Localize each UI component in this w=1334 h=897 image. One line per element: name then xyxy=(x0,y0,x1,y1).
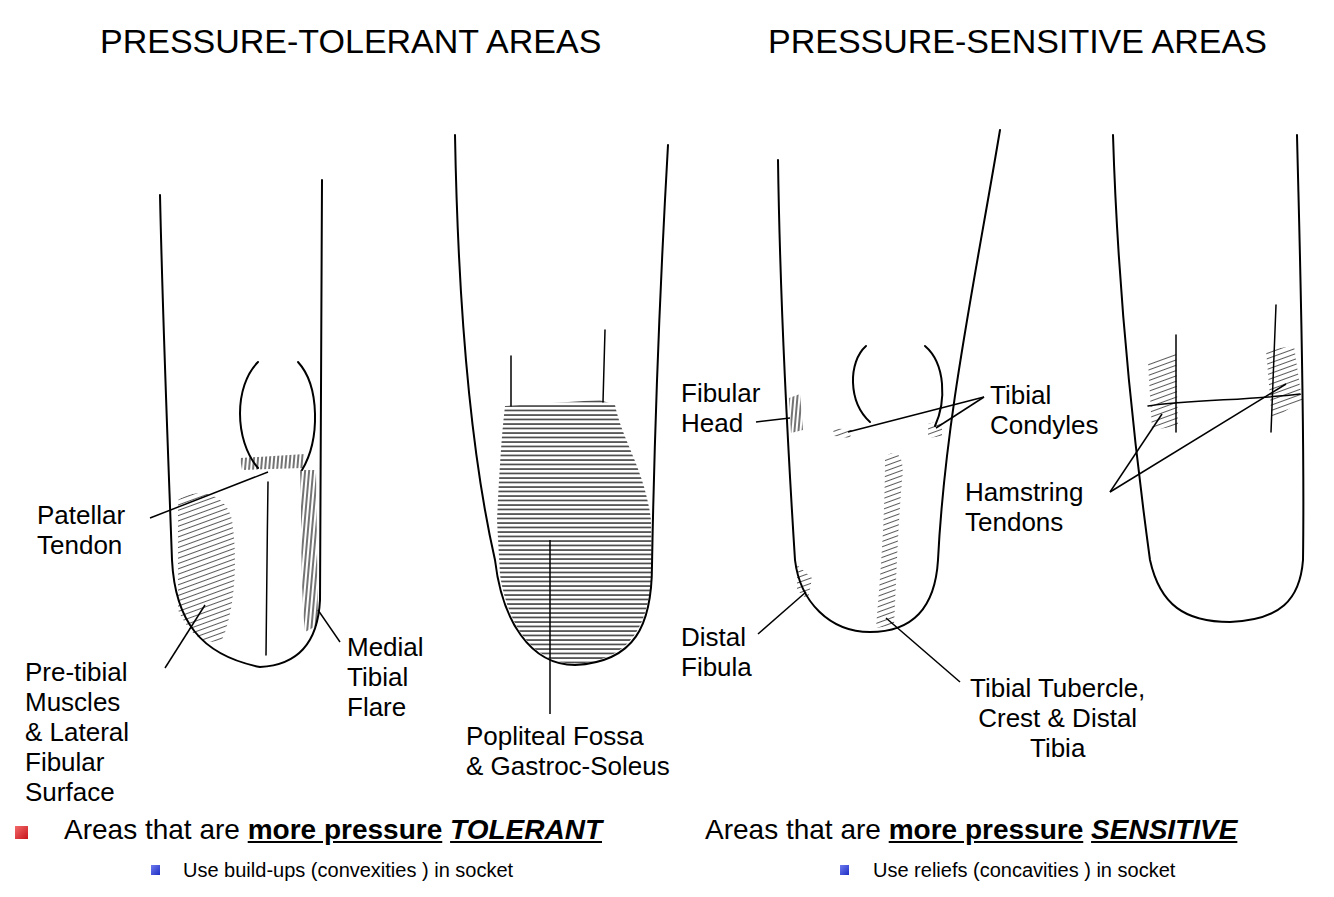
limb-outline xyxy=(160,180,322,667)
part-label: Patellar Tendon xyxy=(37,500,125,560)
note-text: Use build-ups (convexities ) in socket xyxy=(183,859,513,882)
label-line: Crest & Distal xyxy=(970,703,1145,733)
hatched-areas xyxy=(178,346,1302,664)
label-line: Fibula xyxy=(681,652,752,682)
summary-emphasis: more pressure xyxy=(889,814,1084,846)
heading: PRESSURE-TOLERANT AREAS xyxy=(100,22,601,61)
leader-line xyxy=(886,618,960,682)
label-line: & Lateral xyxy=(25,717,129,747)
leader-line xyxy=(318,610,340,642)
pretibial-hatch xyxy=(178,493,235,642)
heading: PRESSURE-SENSITIVE AREAS xyxy=(768,22,1267,61)
leader-line xyxy=(1110,384,1286,492)
leader-line xyxy=(756,418,790,422)
label-line: Tibial xyxy=(990,380,1098,410)
blue-bullet xyxy=(151,865,160,875)
leader-line xyxy=(758,592,806,634)
label-line: Popliteal Fossa xyxy=(466,721,670,751)
summary-text: Areas that are xyxy=(64,814,240,846)
label-line: Condyles xyxy=(990,410,1098,440)
leader-line xyxy=(150,472,268,518)
label-line: Surface xyxy=(25,777,129,807)
label-line: Tendon xyxy=(37,530,125,560)
part-label: Hamstring Tendons xyxy=(965,477,1083,537)
label-line: Patellar xyxy=(37,500,125,530)
popliteal-hatch xyxy=(497,400,652,664)
note-text: Use reliefs (concavities ) in socket xyxy=(873,859,1175,882)
part-label: Fibular Head xyxy=(681,378,760,438)
label-line: Hamstring xyxy=(965,477,1083,507)
label-line: Tibial Tubercle, xyxy=(970,673,1145,703)
label-line: Pre-tibial xyxy=(25,657,129,687)
patella-outline xyxy=(925,346,942,426)
distal-fibula-hatch xyxy=(797,565,812,600)
blue-bullet xyxy=(840,865,849,875)
patella-outline xyxy=(240,362,258,468)
summary-row: Areas that aremore pressureSENSITIVE xyxy=(705,814,1245,846)
hamstring-hatch xyxy=(1266,346,1302,420)
label-line: Fibular xyxy=(681,378,760,408)
limb-outline xyxy=(455,135,668,665)
medial-flare-hatch xyxy=(300,470,318,632)
summary-row: Areas that aremore pressureTOLERANT xyxy=(64,814,610,846)
leader-line xyxy=(165,605,205,668)
summary-emphasis: SENSITIVE xyxy=(1091,814,1237,846)
part-label: Popliteal Fossa & Gastroc-Soleus xyxy=(466,721,670,781)
leader-line xyxy=(549,540,551,714)
limb-outline xyxy=(1113,135,1303,622)
part-label: Distal Fibula xyxy=(681,622,752,682)
condyle-hatch xyxy=(928,420,942,438)
leader-line xyxy=(1110,414,1162,492)
label-line: Distal xyxy=(681,622,752,652)
label-line: Flare xyxy=(347,692,424,722)
label-line: Fibular xyxy=(25,747,129,777)
patella-outline xyxy=(853,346,870,422)
summary-emphasis: more pressure xyxy=(248,814,443,846)
leader-lines xyxy=(150,384,1286,714)
limb-outline xyxy=(778,130,1000,632)
label-line: Head xyxy=(681,408,760,438)
part-label: Tibial Tubercle, Crest & Distal Tibia xyxy=(970,673,1145,763)
patella-outline xyxy=(298,362,315,470)
condyle-hatch xyxy=(833,428,852,438)
label-line: Tendons xyxy=(965,507,1083,537)
label-line: Tibial xyxy=(347,662,424,692)
hamstring-line xyxy=(510,356,512,406)
leader-line xyxy=(848,397,984,432)
label-line: & Gastroc-Soleus xyxy=(466,751,670,781)
summary-emphasis: TOLERANT xyxy=(450,814,602,846)
hamstring-hatch xyxy=(1148,352,1178,430)
fibular-head-hatch xyxy=(789,394,803,433)
part-label: Pre-tibial Muscles & Lateral Fibular Sur… xyxy=(25,657,129,807)
tibial-crest-hatch xyxy=(876,453,903,628)
label-line: Tibia xyxy=(970,733,1145,763)
label-line: Muscles xyxy=(25,687,129,717)
part-label: Medial Tibial Flare xyxy=(347,632,424,722)
label-line: Medial xyxy=(347,632,424,662)
patellar-tendon-hatch xyxy=(240,454,305,470)
leader-line xyxy=(936,397,984,428)
tibial-crest-line xyxy=(266,482,268,655)
part-label: Tibial Condyles xyxy=(990,380,1098,440)
summary-text: Areas that are xyxy=(705,814,881,846)
hamstring-line xyxy=(603,330,605,402)
red-bullet xyxy=(15,826,28,839)
outlines xyxy=(160,130,1303,667)
